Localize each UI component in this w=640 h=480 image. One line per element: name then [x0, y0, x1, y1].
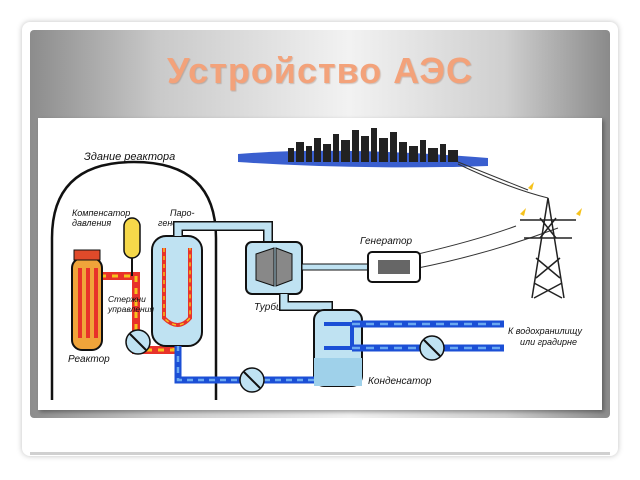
power-lines [417, 161, 559, 269]
cooling-pump [419, 335, 445, 361]
steam-generator [151, 235, 203, 347]
label-generator: Генератор [360, 236, 413, 247]
turbine [245, 241, 303, 295]
spark-icon [520, 182, 582, 216]
slide-bottom-divider [30, 452, 610, 455]
feedwater-loop [174, 346, 314, 384]
feedwater-pump [239, 367, 265, 393]
label-condenser: Конденсатор [368, 376, 432, 387]
turbine-shaft [301, 263, 369, 271]
label-building: Здание реактора [84, 151, 175, 163]
city-skyline [238, 128, 488, 168]
label-control-rods-2: управления [107, 304, 154, 314]
label-reservoir-2: или градирне [520, 337, 577, 347]
slide-title: Устройство АЭС [167, 50, 473, 91]
condenser [313, 309, 363, 387]
label-pressurizer-1: Компенсатор [72, 208, 130, 218]
npp-diagram-svg: Здание реактора [50, 128, 582, 400]
primary-pump [125, 329, 151, 355]
label-pressurizer-2: давления [72, 218, 111, 228]
generator [367, 251, 421, 283]
label-reservoir-1: К водохранилищу [508, 326, 582, 336]
transmission-pylon [520, 197, 576, 299]
label-steam-generator-1: Паро- [170, 208, 195, 218]
cooling-loop [352, 320, 504, 352]
label-reactor: Реактор [68, 354, 110, 365]
pressurizer [123, 217, 141, 276]
reactor-vessel [71, 249, 103, 351]
label-control-rods-1: Стержни [108, 294, 146, 304]
reactor-building [50, 160, 218, 400]
npp-diagram: Здание реактора [38, 118, 602, 410]
